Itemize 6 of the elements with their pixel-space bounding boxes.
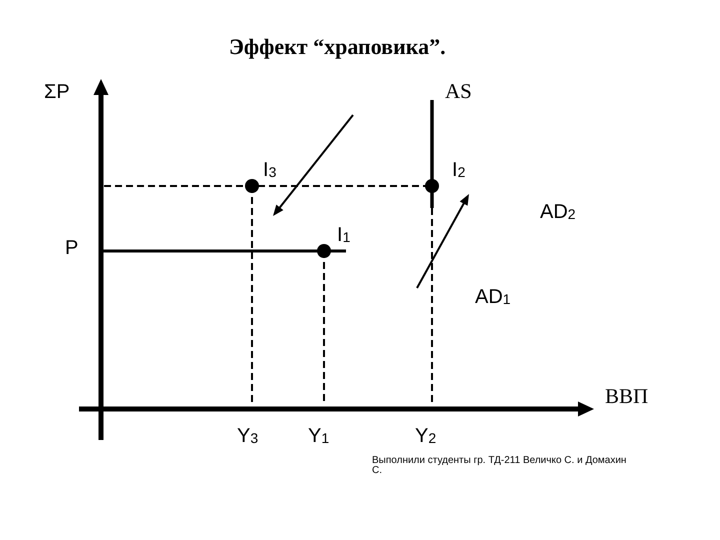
axis-label: ΣP [44,82,70,102]
curve-label: AS [445,81,472,102]
author-note: Выполнили студенты гр. ТД-211 Величко С. и Домахин С. [372,456,628,476]
price-level-label: P [65,238,78,258]
diagram-title: Эффект “храповика”. [229,36,446,58]
axis-label: ВВП [605,386,648,407]
